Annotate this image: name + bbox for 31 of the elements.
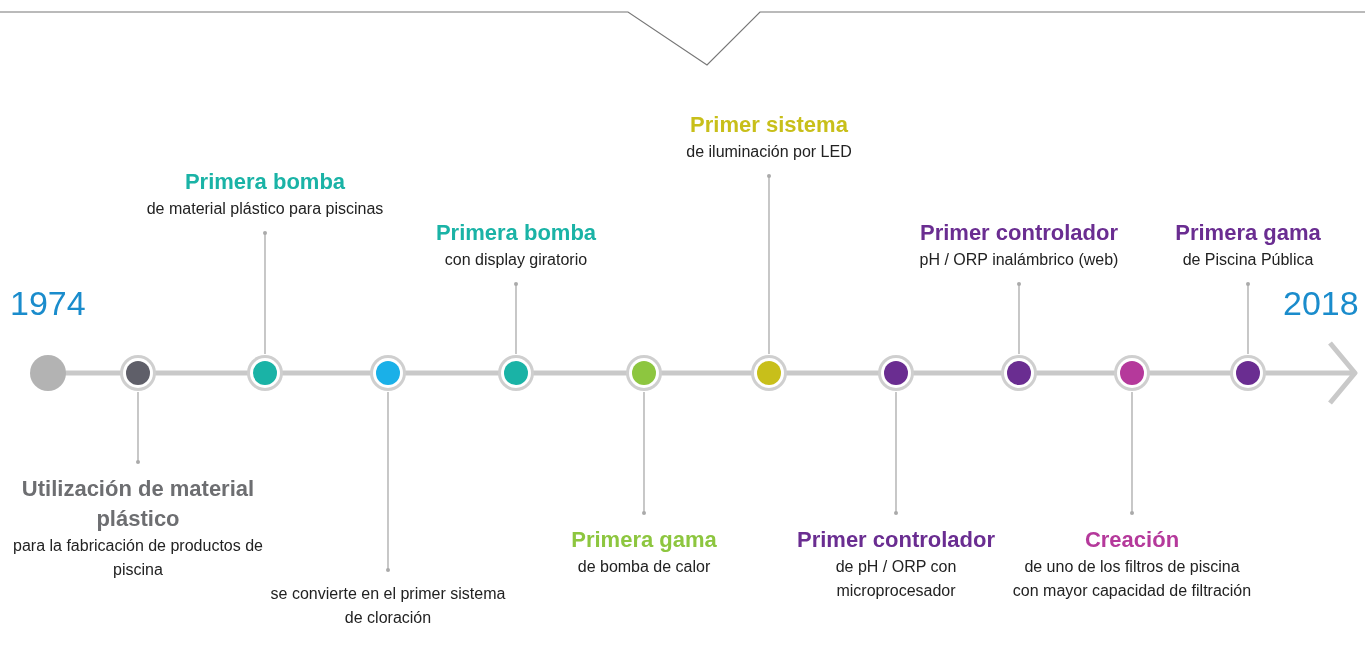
leader-line (894, 391, 898, 515)
leader-line (642, 391, 646, 515)
milestone-title: Primer controlador (795, 526, 996, 554)
leader-line (136, 391, 140, 464)
leader-line (1017, 282, 1021, 355)
milestone-title: Primer sistema (689, 111, 849, 139)
leader-line (767, 174, 771, 355)
year-label: 2018 (1283, 283, 1359, 323)
leader-line (1246, 282, 1250, 355)
milestone-description: pH / ORP inalámbrico (web) (918, 250, 1120, 270)
milestone-description: de material plástico para piscinas (145, 199, 385, 219)
milestone-description: de bomba de calor (576, 557, 712, 577)
milestone-title: Primer controlador (918, 219, 1119, 247)
year-label: 1974 (10, 283, 86, 323)
milestone-title: Creación (1083, 526, 1181, 554)
milestone-title: Utilización de material plástico (20, 475, 256, 533)
leader-line (514, 282, 518, 355)
leader-line (1130, 391, 1134, 515)
milestone-description: con display giratorio (443, 250, 589, 270)
leader-line (386, 391, 390, 572)
milestone-title: Primera bomba (434, 219, 598, 247)
milestone-description: de pH / ORP con microprocesador (834, 557, 958, 601)
milestone-description: de iluminación por LED (685, 142, 853, 162)
leader-line (263, 231, 267, 355)
milestone-description: para la fabricación de productos de piscina (12, 536, 264, 580)
milestone-description: se convierte en el primer sistema de cloración (269, 584, 507, 628)
milestone-title: Primera gama (570, 526, 718, 554)
milestone-title: Primera bomba (183, 168, 347, 196)
milestone-title: Primera gama (1174, 219, 1322, 247)
milestone-description: de Piscina Pública (1181, 250, 1315, 270)
milestone-description: de uno de los filtros de piscina con mayor capacidad de filtración (1012, 557, 1252, 601)
